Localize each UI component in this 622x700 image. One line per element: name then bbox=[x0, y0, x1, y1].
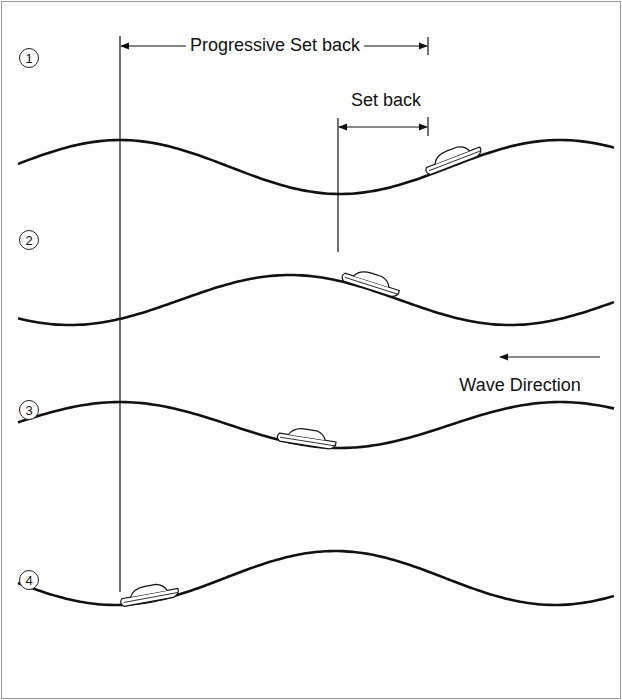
waves bbox=[18, 140, 614, 605]
callout-number: 1 bbox=[25, 52, 32, 65]
dimension-label: Progressive Set back bbox=[186, 36, 364, 56]
callout-circle: 2 bbox=[19, 230, 39, 250]
boat bbox=[341, 265, 402, 298]
tick-mark bbox=[427, 37, 428, 55]
reference-line bbox=[337, 118, 338, 252]
wave-line bbox=[18, 275, 614, 325]
callout-number: 4 bbox=[25, 574, 32, 587]
boat-rail bbox=[124, 593, 178, 603]
callout-circle: 3 bbox=[19, 400, 39, 420]
direction-label: Wave Direction bbox=[455, 376, 584, 396]
callout-number: 3 bbox=[25, 404, 32, 417]
boat-cabin bbox=[432, 143, 469, 164]
direction-arrow bbox=[500, 356, 600, 357]
tick-mark bbox=[427, 117, 428, 136]
dimension-label: Set back bbox=[347, 91, 425, 111]
boat-cabin bbox=[354, 268, 392, 287]
callout-number: 2 bbox=[25, 234, 32, 247]
boat-rail bbox=[280, 437, 334, 446]
boats bbox=[119, 139, 483, 607]
boat bbox=[277, 425, 338, 450]
boat-rail bbox=[429, 151, 480, 171]
callout-circle: 4 bbox=[19, 570, 39, 590]
boat bbox=[119, 581, 180, 607]
boat-rail bbox=[345, 277, 397, 294]
wave-line bbox=[18, 140, 614, 194]
wave-line bbox=[18, 551, 614, 605]
boat-cabin bbox=[129, 583, 167, 598]
boat-cabin bbox=[289, 427, 327, 441]
boat bbox=[422, 139, 483, 175]
reference-line bbox=[119, 36, 120, 592]
dimension-arrow bbox=[339, 126, 427, 127]
callout-circle: 1 bbox=[19, 48, 39, 68]
